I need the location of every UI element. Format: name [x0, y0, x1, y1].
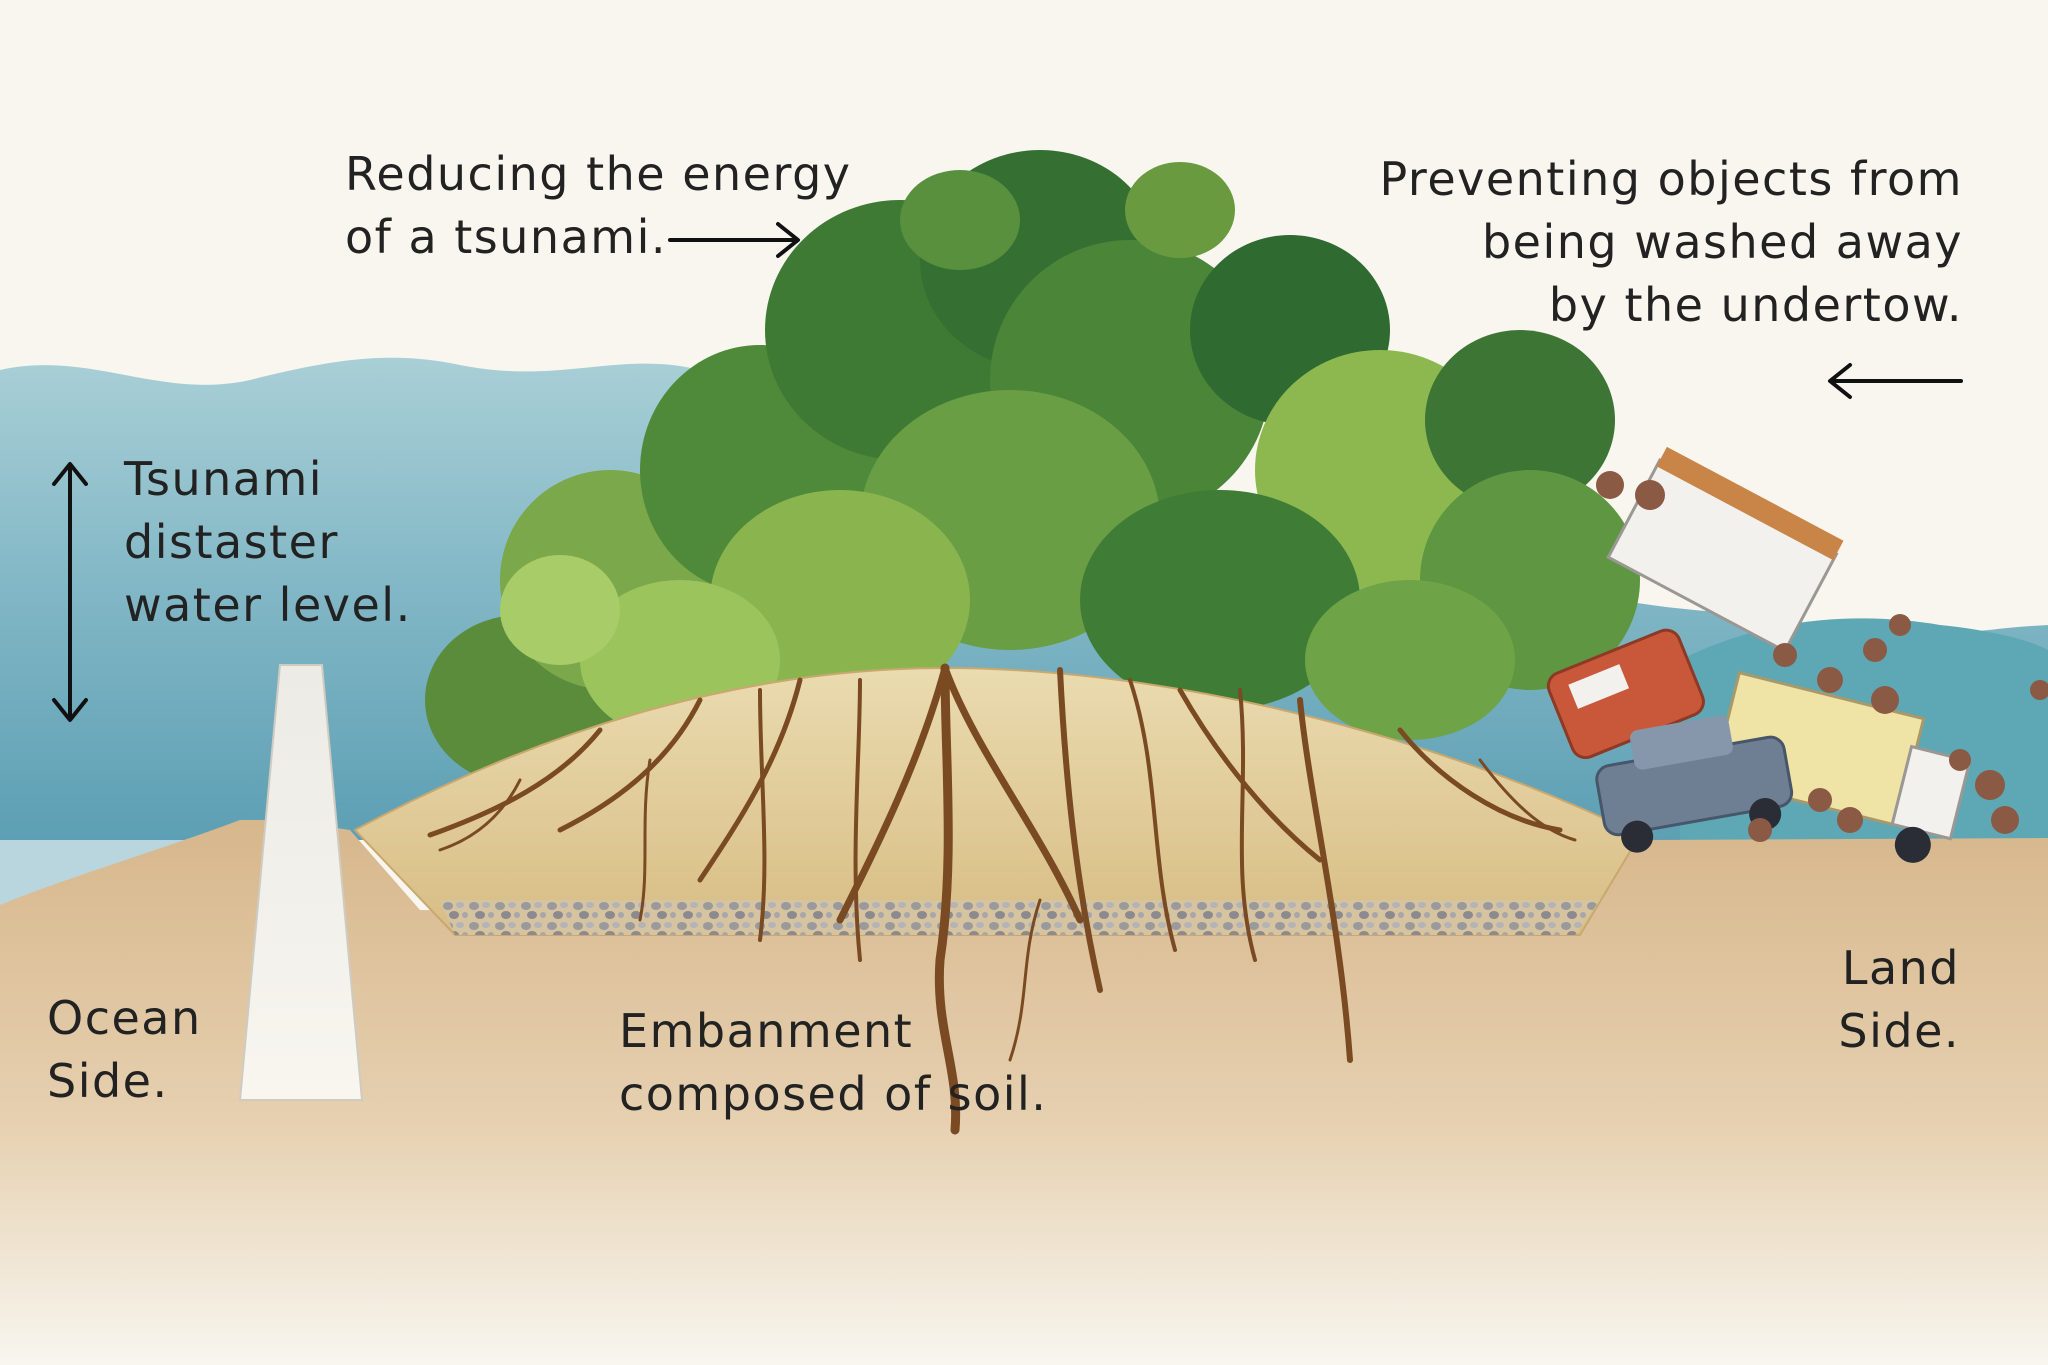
gravel-layer: [440, 900, 1600, 935]
label-reducing-energy: Reducing the energy of a tsunami.: [345, 143, 852, 269]
label-ocean-side: Ocean Side.: [47, 987, 202, 1113]
embankment-line-1: Embanment: [619, 1000, 1047, 1063]
tsunami-line-3: water level.: [124, 574, 412, 637]
ocean-line-1: Ocean: [47, 987, 202, 1050]
embankment-line-2: composed of soil.: [619, 1063, 1047, 1126]
reducing-line-2: of a tsunami.: [345, 206, 852, 269]
reducing-line-1: Reducing the energy: [345, 143, 852, 206]
label-embankment: Embanment composed of soil.: [619, 1000, 1047, 1126]
preventing-line-3: by the undertow.: [1380, 274, 1964, 337]
ocean-line-2: Side.: [47, 1050, 202, 1113]
arrow-left-icon: [1830, 365, 1961, 397]
tsunami-line-2: distaster: [124, 511, 412, 574]
label-tsunami-water-level: Tsunami distaster water level.: [124, 448, 412, 637]
land-line-1: Land: [1838, 937, 1960, 1000]
label-preventing-objects: Preventing objects from being washed awa…: [1380, 148, 1964, 337]
label-land-side: Land Side.: [1838, 937, 1960, 1063]
preventing-line-2: being washed away: [1380, 211, 1964, 274]
land-line-2: Side.: [1838, 1000, 1960, 1063]
tsunami-line-1: Tsunami: [124, 448, 412, 511]
preventing-line-1: Preventing objects from: [1380, 148, 1964, 211]
